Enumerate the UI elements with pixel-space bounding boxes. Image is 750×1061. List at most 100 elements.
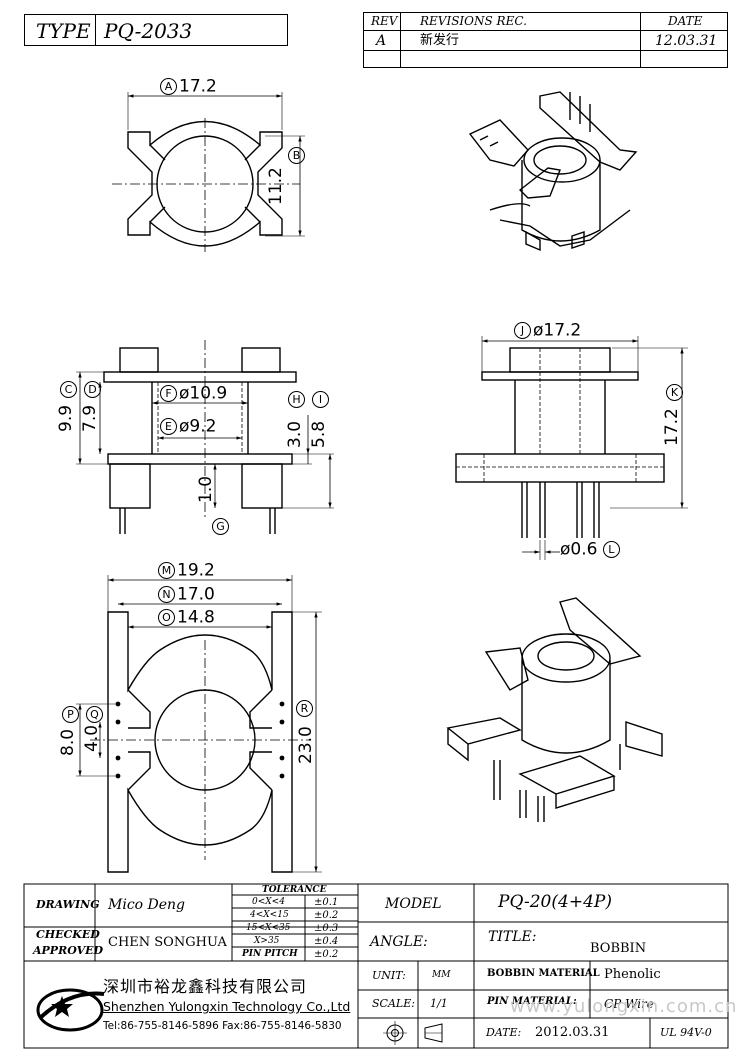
dim-P-value: 8.0 <box>58 728 78 756</box>
dim-M-value: 19.2 <box>177 560 215 581</box>
title-label: TITLE: <box>488 929 537 945</box>
dim-I-value: 5.8 <box>309 420 329 448</box>
dim-K-value: 17.2 <box>662 408 682 446</box>
label-R: R <box>296 700 313 717</box>
drawing-label: DRAWING <box>36 898 100 911</box>
rev-hline-2 <box>363 50 728 51</box>
tol-value-1: ±0.2 <box>314 910 339 921</box>
company-logo <box>36 988 105 1032</box>
dim-G-value: 1.0 <box>196 475 216 503</box>
dim-O-value: 14.8 <box>177 607 215 628</box>
type-divider <box>95 14 96 46</box>
label-I: I <box>312 391 329 408</box>
iso-view-bottom <box>446 597 663 822</box>
label-M: M <box>158 562 175 579</box>
projection-symbol <box>383 1021 443 1045</box>
dim-F-value: ø10.9 <box>179 383 228 404</box>
dim-Q-value: 4.0 <box>82 724 102 752</box>
approved-value: CHEN SONGHUA <box>108 935 227 950</box>
type-value: PQ-2033 <box>104 19 193 43</box>
unit-label: UNIT: <box>372 969 406 982</box>
label-C: C <box>60 381 77 398</box>
bobbin-material-label: BOBBIN MATERIAL <box>487 968 600 979</box>
tol-range-3: X>35 <box>254 936 280 946</box>
dim-H-value: 3.0 <box>285 420 305 448</box>
date-label: DATE: <box>486 1026 522 1039</box>
label-F: F <box>160 385 177 402</box>
dim-B-value: 11.2 <box>266 167 286 205</box>
watermark: www.yulongxin.com.cn <box>510 996 738 1017</box>
revision-text: 新发行 <box>420 33 460 48</box>
tol-range-2: 15<X<35 <box>246 923 291 933</box>
dim-R-value: 23.0 <box>296 726 316 764</box>
dim-L-value: ø0.6 <box>560 539 598 560</box>
scale-label: SCALE: <box>372 997 415 1010</box>
pin-material-label: PIN MATERIAL: <box>487 996 577 1007</box>
pin-material-value: CP Wire <box>604 997 654 1011</box>
type-label: TYPE <box>36 19 91 43</box>
unit-value: MM <box>432 970 451 980</box>
dim-N-value: 17.0 <box>177 584 215 605</box>
rev-value: A <box>376 33 387 49</box>
label-P: P <box>62 706 79 723</box>
approved-label: APPROVED <box>33 944 104 957</box>
company-cn: 深圳市裕龙鑫科技有限公司 <box>103 977 308 996</box>
dim-A-value: 17.2 <box>179 76 217 97</box>
tol-range-1: 4<X<15 <box>250 910 289 920</box>
label-Q: Q <box>86 706 103 723</box>
tol-range-4: PIN PITCH <box>242 949 298 959</box>
date-header-label: DATE <box>668 14 703 28</box>
checked-label: CHECKED <box>36 928 100 941</box>
bottom-view <box>76 575 322 873</box>
label-L: L <box>602 541 620 558</box>
tol-value-0: ±0.1 <box>314 897 339 908</box>
rev-hline-1 <box>363 30 728 31</box>
drawing-value: Mico Deng <box>108 897 186 913</box>
date-value: 2012.03.31 <box>535 1025 610 1040</box>
tol-value-4: ±0.2 <box>314 949 339 960</box>
dim-L: ø0.6 L <box>560 541 622 559</box>
front-view <box>76 340 334 534</box>
rev-vline-2 <box>640 12 641 68</box>
rev-header-label: REV <box>371 14 398 28</box>
dim-C-value: 9.9 <box>56 404 76 432</box>
tol-value-2: ±0.3 <box>314 923 339 934</box>
dim-B: 11.2 <box>266 167 286 205</box>
revisions-header-label: REVISIONS REC. <box>420 14 527 28</box>
label-O: O <box>158 609 175 626</box>
tol-value-3: ±0.4 <box>314 936 339 947</box>
title-block-grid <box>23 883 729 1049</box>
company-tel: Tel:86-755-8146-5896 Fax:86-755-8146-583… <box>103 1020 342 1032</box>
revision-table <box>363 12 728 68</box>
bobbin-material-value: Phenolic <box>604 967 661 982</box>
label-B: B <box>288 147 305 164</box>
rev-date: 12.03.31 <box>655 33 718 49</box>
model-value: PQ-20(4+4P) <box>498 892 612 912</box>
iso-view-top <box>468 91 638 252</box>
dim-D-value: 7.9 <box>80 404 100 432</box>
tolerance-label: TOLERANCE <box>262 885 327 895</box>
label-H: H <box>288 391 305 408</box>
scale-value: 1/1 <box>430 997 448 1010</box>
type-box <box>24 14 288 46</box>
dim-J-value: ø17.2 <box>533 320 582 341</box>
ul-value: UL 94V-0 <box>660 1026 712 1039</box>
label-D: D <box>84 381 101 398</box>
tol-range-0: 0<X<4 <box>252 897 285 907</box>
label-K: K <box>666 384 683 401</box>
rev-vline-1 <box>400 12 401 68</box>
company-en: Shenzhen Yulongxin Technology Co.,Ltd <box>103 999 351 1014</box>
label-J: J <box>514 322 531 339</box>
angle-label: ANGLE: <box>370 934 428 950</box>
label-N: N <box>158 586 175 603</box>
model-label: MODEL <box>385 896 442 912</box>
top-view <box>112 92 305 252</box>
